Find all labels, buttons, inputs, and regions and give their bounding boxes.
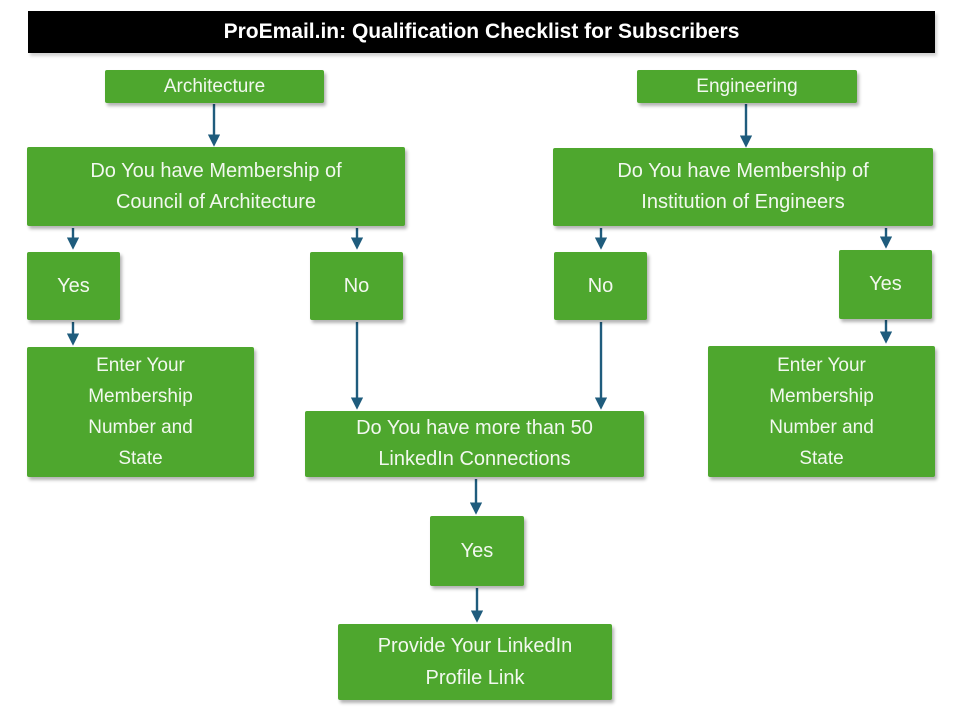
node-enter-membership-engineering: Enter Your Membership Number and State — [708, 346, 935, 477]
node-engineering-yes: Yes — [839, 250, 932, 319]
node-architecture-yes: Yes — [27, 252, 120, 320]
node-engineering-no: No — [554, 252, 647, 320]
node-enter-membership-architecture: Enter Your Membership Number and State — [27, 347, 254, 477]
node-provide-linkedin-profile: Provide Your LinkedIn Profile Link — [338, 624, 612, 700]
node-linkedin-yes: Yes — [430, 516, 524, 586]
node-question-architecture-membership: Do You have Membership of Council of Arc… — [27, 147, 405, 226]
node-architecture: Architecture — [105, 70, 324, 103]
node-question-engineering-membership: Do You have Membership of Institution of… — [553, 148, 933, 226]
node-question-linkedin-connections: Do You have more than 50 LinkedIn Connec… — [305, 411, 644, 477]
slide-title: ProEmail.in: Qualification Checklist for… — [28, 11, 935, 53]
node-engineering: Engineering — [637, 70, 857, 103]
node-architecture-no: No — [310, 252, 403, 320]
